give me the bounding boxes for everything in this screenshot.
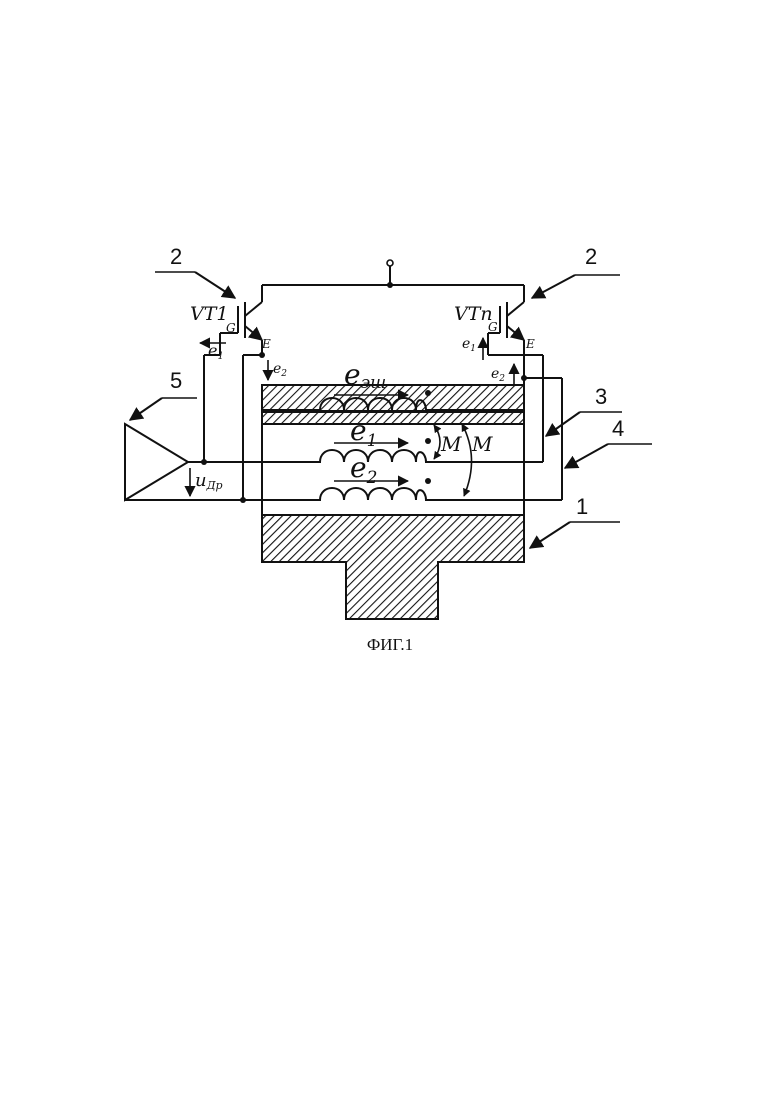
svg-text:e1: e1 (462, 336, 476, 354)
svg-text:e1: e1 (208, 341, 224, 362)
polarity-dot-eew (425, 390, 431, 396)
mutual-inductance-arrows: M M (434, 424, 493, 496)
bus-junction (387, 282, 393, 288)
svg-text:3: 3 (595, 384, 607, 409)
transistor-vt1: VT1 G E (190, 302, 271, 355)
vtn-emitter-label: E (525, 337, 535, 351)
mutual-m-label-2: M (471, 432, 493, 456)
top-bus (262, 260, 524, 302)
svg-text:e2: e2 (491, 366, 505, 384)
u-dr-label: uДр (195, 470, 223, 492)
svg-text:2: 2 (170, 244, 182, 269)
callout-3: 3 (546, 384, 622, 436)
coil-eew-label: eэш (344, 358, 386, 393)
vt1-gate-label: G (226, 321, 236, 335)
figure-caption: ФИГ.1 (367, 635, 413, 654)
coil-e2 (262, 488, 524, 500)
supply-terminal (387, 260, 393, 266)
coil-e2-label: e2 (350, 451, 377, 488)
polarity-dot-e1 (425, 438, 431, 444)
magnetic-core (262, 385, 524, 619)
svg-text:2: 2 (585, 244, 597, 269)
vtn-gate-label: G (488, 320, 498, 334)
callout-1: 1 (530, 494, 620, 548)
callout-4: 4 (565, 416, 652, 468)
vtn-label: VTn (454, 303, 493, 325)
svg-text:e2: e2 (273, 361, 287, 379)
callout-2-left: 2 (155, 244, 235, 298)
vt1-label: VT1 (190, 303, 228, 325)
callout-2-right: 2 (532, 244, 620, 298)
callout-5: 5 (130, 368, 197, 420)
svg-text:4: 4 (612, 416, 624, 441)
vt1-emitter-label: E (261, 337, 271, 351)
svg-text:1: 1 (576, 494, 588, 519)
svg-text:5: 5 (170, 368, 182, 393)
polarity-dot-e2 (425, 478, 431, 484)
mutual-m-label-1: M (440, 432, 462, 456)
